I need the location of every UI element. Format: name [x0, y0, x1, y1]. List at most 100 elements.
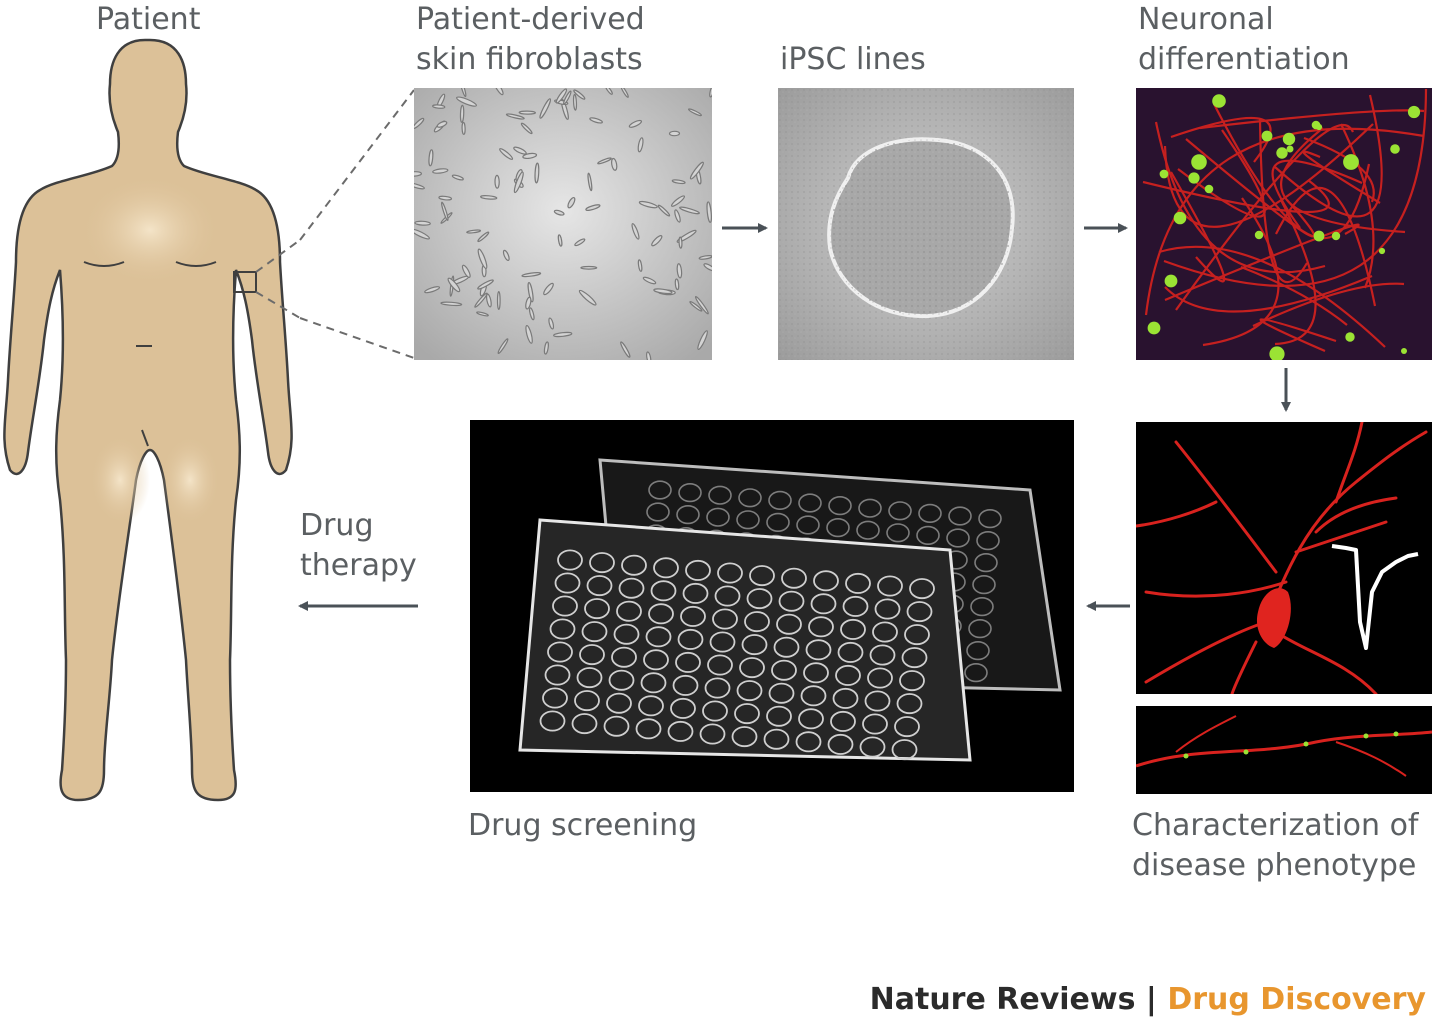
neurite	[1185, 138, 1316, 238]
well	[640, 672, 667, 694]
well	[771, 659, 797, 681]
fibroblast-cell	[637, 137, 644, 153]
fibroblast-cell	[513, 171, 524, 194]
well	[621, 554, 647, 576]
well	[749, 565, 775, 587]
well	[972, 575, 996, 595]
fibroblast-cell	[528, 307, 535, 321]
well	[581, 621, 608, 643]
fibroblast-cell	[476, 311, 489, 317]
well	[856, 520, 880, 540]
fibroblast-cell	[689, 300, 703, 312]
well	[738, 488, 762, 508]
well	[845, 572, 871, 594]
fibroblast-cell	[440, 301, 463, 307]
fibroblast-cell	[574, 238, 586, 247]
well	[618, 577, 645, 599]
well	[589, 552, 615, 574]
fibroblast-cell	[668, 130, 681, 137]
fibroblast-cell	[543, 341, 549, 355]
fibroblast-cell	[534, 162, 540, 184]
neuron-soma	[1286, 145, 1294, 153]
well	[832, 687, 859, 709]
well	[676, 504, 700, 525]
well	[798, 493, 822, 513]
neurite	[1340, 123, 1375, 289]
fibroblast-cell	[414, 171, 422, 177]
well	[803, 662, 829, 684]
well	[891, 739, 918, 761]
well	[709, 631, 736, 653]
well	[862, 713, 888, 735]
well	[586, 575, 613, 597]
well	[916, 525, 940, 545]
phenotype-dendrite-strip	[1136, 706, 1432, 794]
neuron-soma	[1164, 274, 1178, 288]
fibroblast-cell	[459, 88, 467, 98]
well	[894, 716, 920, 738]
neuron-soma	[1269, 346, 1285, 360]
well	[805, 639, 832, 661]
well	[835, 664, 861, 686]
fibroblast-cell	[657, 204, 671, 217]
well	[978, 508, 1002, 529]
well	[874, 598, 901, 620]
neuron-soma	[1311, 120, 1321, 130]
well	[781, 567, 807, 589]
fibroblast-cell	[620, 88, 629, 98]
fibroblast-cell	[679, 206, 700, 215]
well	[571, 713, 598, 735]
well	[682, 582, 709, 604]
label-drug-screening: Drug screening	[468, 808, 698, 843]
well	[869, 644, 896, 666]
well	[946, 528, 970, 548]
well	[768, 490, 792, 510]
fibroblast-cell	[513, 146, 527, 155]
well	[796, 515, 820, 535]
well	[763, 728, 790, 750]
ipsc-micrograph	[778, 88, 1074, 360]
neuron-soma	[1282, 132, 1296, 146]
fibroblast-cell	[573, 89, 586, 100]
neuron-soma	[1212, 94, 1226, 108]
well	[909, 578, 935, 600]
well	[901, 647, 928, 669]
fibroblast-cell	[477, 231, 490, 243]
neuron-soma	[1173, 211, 1187, 225]
neuron-soma	[1147, 321, 1161, 335]
fibroblast-cell	[597, 157, 612, 165]
neuron-soma	[1204, 184, 1214, 194]
neurite	[1144, 127, 1425, 316]
well	[828, 495, 852, 516]
well	[643, 649, 669, 671]
neurite	[1274, 94, 1383, 218]
fibroblast-cell	[611, 157, 618, 171]
neurite	[1280, 127, 1406, 234]
fibroblast-cell	[548, 317, 555, 330]
neurite	[1164, 223, 1360, 302]
well	[864, 690, 891, 712]
fibroblast-cell	[525, 296, 532, 310]
well	[773, 636, 800, 658]
fibroblast-cell	[674, 278, 680, 291]
fibroblast-cell	[525, 324, 533, 344]
well	[918, 503, 942, 523]
well	[776, 613, 802, 635]
fibroblast-cell	[670, 195, 686, 207]
well	[645, 626, 672, 648]
fibroblast-cell	[589, 117, 603, 124]
well	[948, 506, 972, 526]
neurite	[1163, 123, 1374, 228]
action-potential-trace	[1331, 544, 1419, 650]
label-patient: Patient	[96, 2, 201, 37]
fibroblast-cell	[646, 351, 652, 360]
fibroblast-cell	[563, 90, 572, 105]
well	[778, 590, 805, 612]
fibroblast-cell	[414, 182, 425, 190]
fibroblast-cell	[502, 249, 510, 262]
well	[970, 597, 994, 617]
well	[896, 693, 923, 715]
well	[542, 687, 568, 709]
well	[768, 682, 795, 704]
well	[899, 670, 925, 692]
